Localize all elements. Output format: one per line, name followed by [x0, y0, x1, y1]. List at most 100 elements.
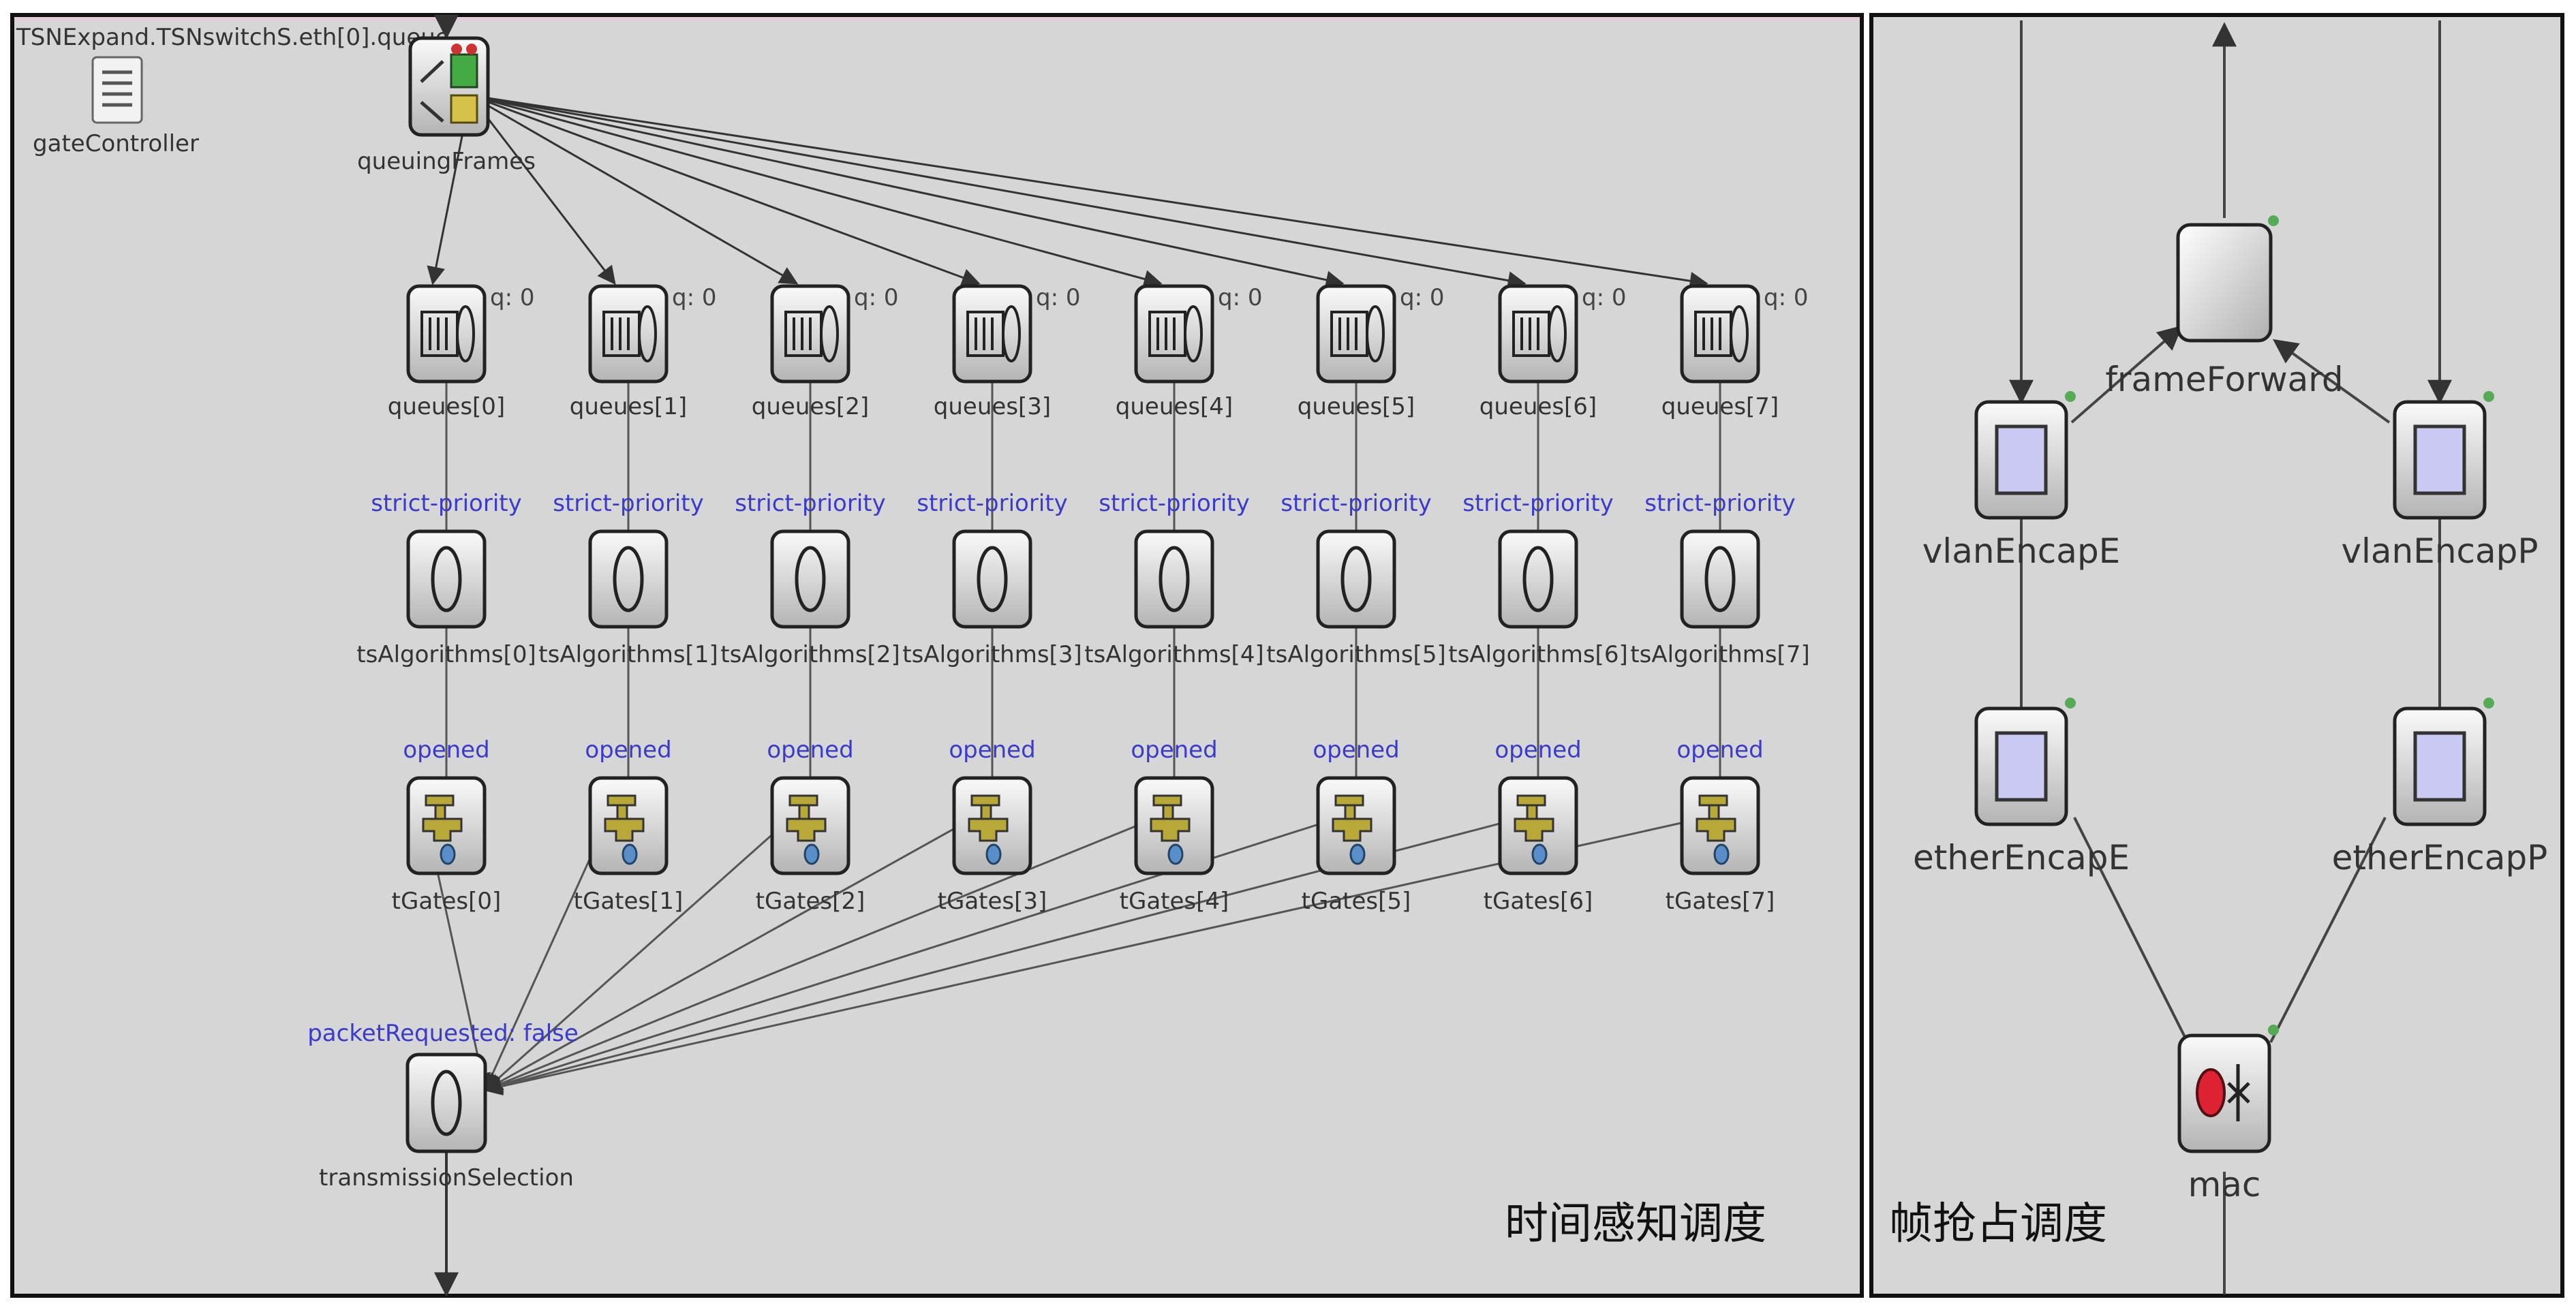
queue-length: q: 0 [490, 284, 534, 311]
queue-length: q: 0 [1400, 284, 1444, 311]
status-pin-icon [2065, 391, 2076, 402]
gate-status: opened [767, 736, 853, 764]
queue-column: q: 0 queues[5] strict-prioritytsAlgorithms… [1266, 284, 1445, 915]
gate-label: tGates[3] [938, 888, 1047, 915]
queue-icon [1330, 305, 1385, 362]
queue-label: queues[5] [1298, 393, 1415, 420]
frame-forward[interactable]: frameForward [2105, 215, 2344, 399]
ether-encap-p[interactable]: etherEncapP [2332, 698, 2548, 877]
ts-algorithm-status: strict-priority [1644, 490, 1795, 517]
status-pin-icon [2483, 698, 2494, 708]
ether-encap-e[interactable]: etherEncapE [1913, 698, 2130, 877]
gate-module[interactable]: opened tGates[5] [1302, 736, 1411, 915]
ring-icon [795, 546, 826, 612]
classifier-icon [420, 44, 478, 124]
queue-length: q: 0 [1036, 284, 1080, 311]
transmission-selection[interactable]: packetRequested: false transmissionSelec… [307, 1020, 579, 1192]
gate-label: tGates[6] [1484, 888, 1593, 915]
gate-label: tGates[5] [1302, 888, 1411, 915]
faucet-icon [422, 794, 463, 865]
queue-icon [784, 305, 839, 362]
mac[interactable]: mac [2177, 1025, 2279, 1204]
ts-algorithm-label: tsAlgorithms[7] [1630, 641, 1809, 668]
status-pin-icon [2268, 1025, 2279, 1036]
queuing-frames[interactable]: queuingFrames [357, 36, 536, 175]
ts-algorithm-label: tsAlgorithms[0] [356, 641, 536, 668]
queue-module[interactable]: q: 0 queues[6] [1479, 284, 1627, 420]
vlan-encap-e[interactable]: vlanEncapE [1922, 391, 2121, 571]
ts-algorithm-label: tsAlgorithms[2] [720, 641, 900, 668]
gate-controller[interactable]: gateController [33, 56, 199, 157]
ts-algorithm-module[interactable]: strict-priority tsAlgorithms[7] [1630, 490, 1809, 668]
queue-label: queues[4] [1116, 393, 1233, 420]
gate-module[interactable]: opened tGates[0] [392, 736, 502, 915]
gate-status: opened [1131, 736, 1217, 764]
queue-label: queues[6] [1479, 393, 1597, 420]
gate-module[interactable]: opened tGates[3] [938, 736, 1047, 915]
right-connections [2009, 20, 2452, 1294]
link-classifier-queue [470, 94, 1708, 290]
gate-status: opened [585, 736, 671, 764]
link-gate-selection [483, 818, 1154, 1093]
frame-forward-label: frameForward [2105, 360, 2343, 399]
faucet-icon [968, 794, 1009, 865]
link-classifier-queue [470, 94, 1527, 290]
mac-label: mac [2188, 1165, 2261, 1204]
gate-module[interactable]: opened tGates[4] [1120, 736, 1229, 915]
link-gate-selection [483, 818, 791, 1091]
queue-module[interactable]: q: 0 queues[5] [1298, 284, 1445, 420]
queue-label: queues[1] [570, 393, 687, 420]
queue-icon [1694, 305, 1749, 362]
transmission-selection-status: packetRequested: false [307, 1020, 579, 1047]
faucet-icon [1332, 794, 1373, 865]
queue-icon [602, 305, 657, 362]
gate-controller-label: gateController [33, 130, 199, 157]
gate-label: tGates[4] [1120, 888, 1229, 915]
module-icon [2413, 731, 2466, 802]
link-classifier-queue [470, 94, 1163, 288]
queue-length: q: 0 [1582, 284, 1626, 311]
ts-algorithm-status: strict-priority [1462, 490, 1613, 517]
link-classifier-queue [470, 94, 981, 287]
link-gate-selection [483, 818, 972, 1091]
gate-label: tGates[0] [392, 888, 502, 915]
ts-algorithm-label: tsAlgorithms[5] [1266, 641, 1445, 668]
faucet-icon [1514, 794, 1554, 865]
ts-algorithm-label: tsAlgorithms[4] [1084, 641, 1263, 668]
queue-columns: q: 0queues[0]strict-prioritytsAlgorithms… [356, 284, 1809, 915]
ts-algorithm-status: strict-priority [917, 490, 1067, 517]
gate-status: opened [403, 736, 489, 764]
module-path-title: TSNExpand.TSNswitchS.eth[0].queue [16, 24, 450, 51]
ring-icon [1704, 546, 1736, 612]
ring-icon [431, 1070, 462, 1136]
link-gate-selection [483, 818, 1700, 1095]
queue-label: queues[7] [1661, 393, 1779, 420]
caption-frame-preemption: 帧抢占调度 [1889, 1199, 2107, 1249]
ring-icon [431, 546, 462, 612]
ts-algorithm-label: tsAlgorithms[1] [538, 641, 718, 668]
vlan-encap-p[interactable]: vlanEncapP [2341, 391, 2539, 571]
queue-icon [966, 305, 1021, 362]
gate-status: opened [1313, 736, 1399, 764]
gate-status: opened [949, 736, 1035, 764]
